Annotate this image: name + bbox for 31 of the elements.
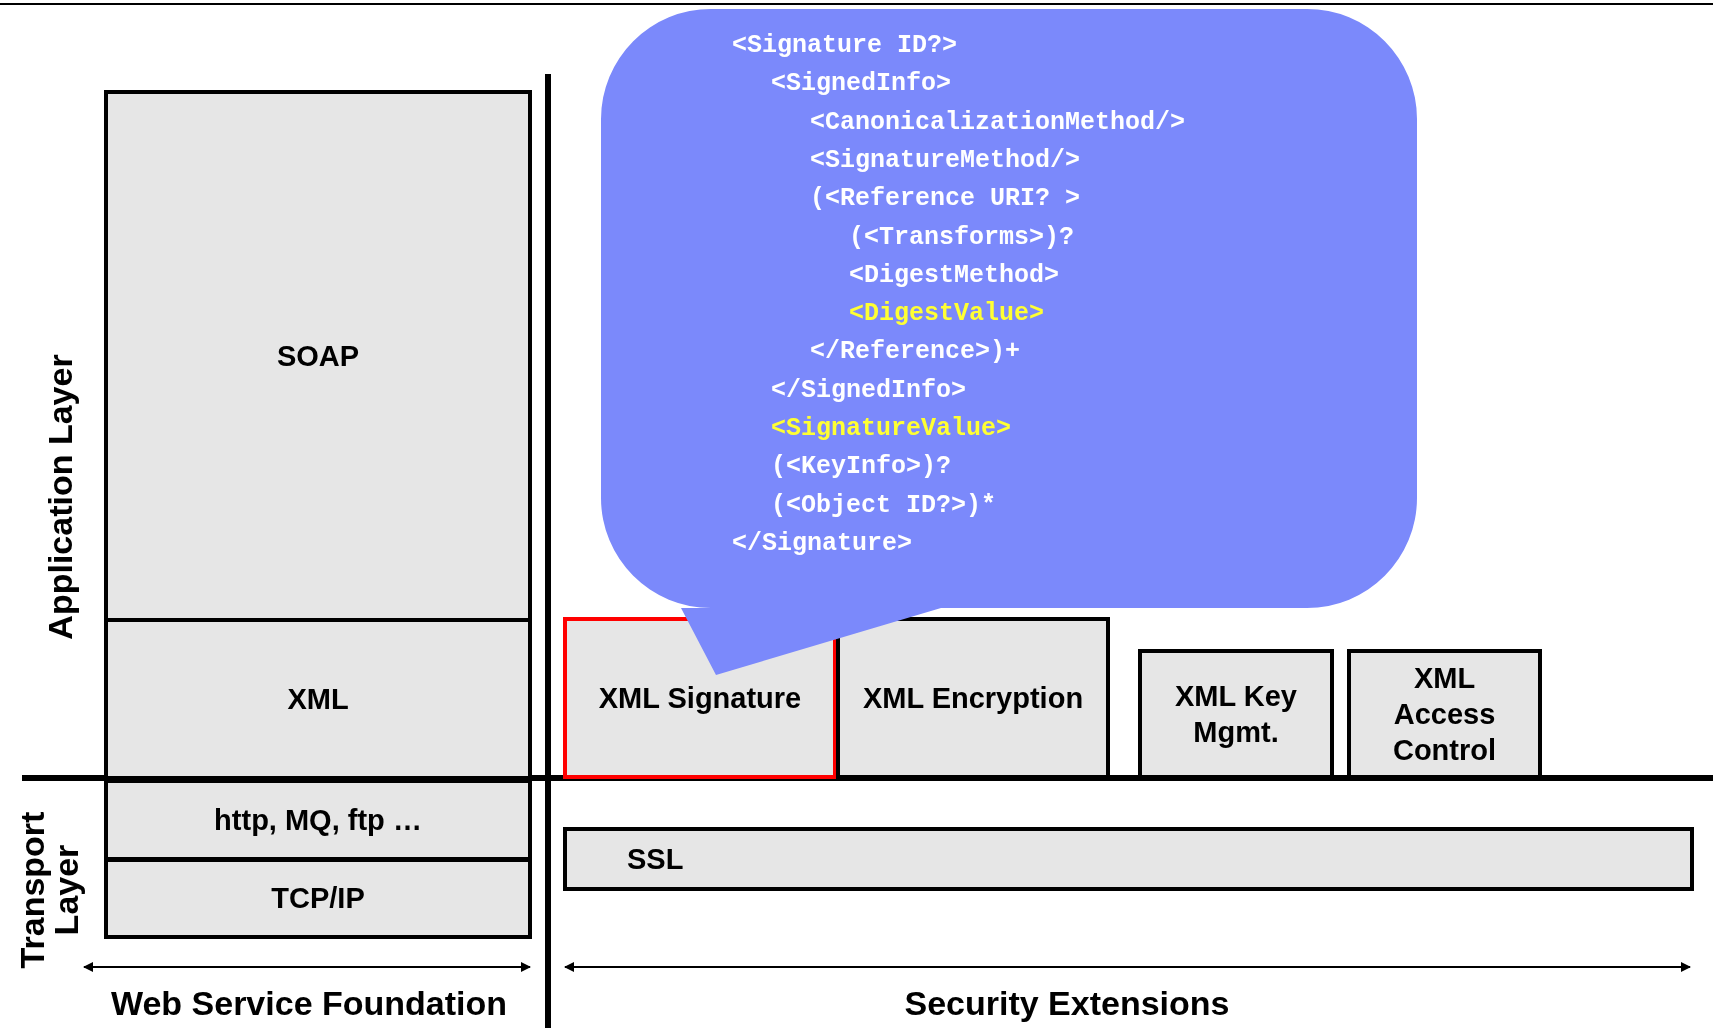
box-label: XML Access Control [1391, 660, 1498, 769]
code-line: <CanonicalizationMethod/> [810, 107, 1186, 138]
code-line: <SignatureValue> [771, 414, 1012, 444]
box-label: XML Key Mgmt. [1174, 678, 1298, 750]
column-label: Web Service Foundation [110, 983, 508, 1023]
code-line: <Signature ID?> [732, 31, 958, 61]
box-label: XML Encryption [862, 680, 1084, 716]
code-line: (<KeyInfo>)? [771, 452, 952, 483]
box-label: XML Signature [598, 680, 802, 716]
box-label: TCP/IP [271, 881, 365, 917]
code-line: </Reference>)+ [810, 337, 1021, 368]
standard-box [836, 617, 1110, 779]
protocol-box [563, 827, 1694, 891]
code-line: (<Reference URI? > [810, 184, 1081, 215]
code-line: <DigestMethod> [849, 260, 1060, 291]
layer-label: Application Layer [40, 354, 80, 640]
code-line: (<Object ID?>)* [771, 490, 997, 521]
code-line: (<Transforms>)? [849, 222, 1075, 253]
box-label: SSL [627, 841, 684, 877]
protocol-box [104, 779, 532, 861]
code-line: <DigestValue> [849, 299, 1045, 330]
code-line: <SignedInfo> [771, 69, 952, 100]
protocol-box [104, 858, 532, 939]
box-label: http, MQ, ftp … [214, 802, 422, 838]
code-line: </SignedInfo> [771, 375, 967, 406]
code-line: </Signature> [732, 528, 913, 559]
box-label: XML [287, 681, 349, 717]
layer-label: Transport Layer [15, 810, 83, 970]
box-label: SOAP [276, 338, 360, 374]
column-label: Security Extensions [904, 983, 1230, 1023]
code-line: <SignatureMethod/> [810, 145, 1081, 176]
